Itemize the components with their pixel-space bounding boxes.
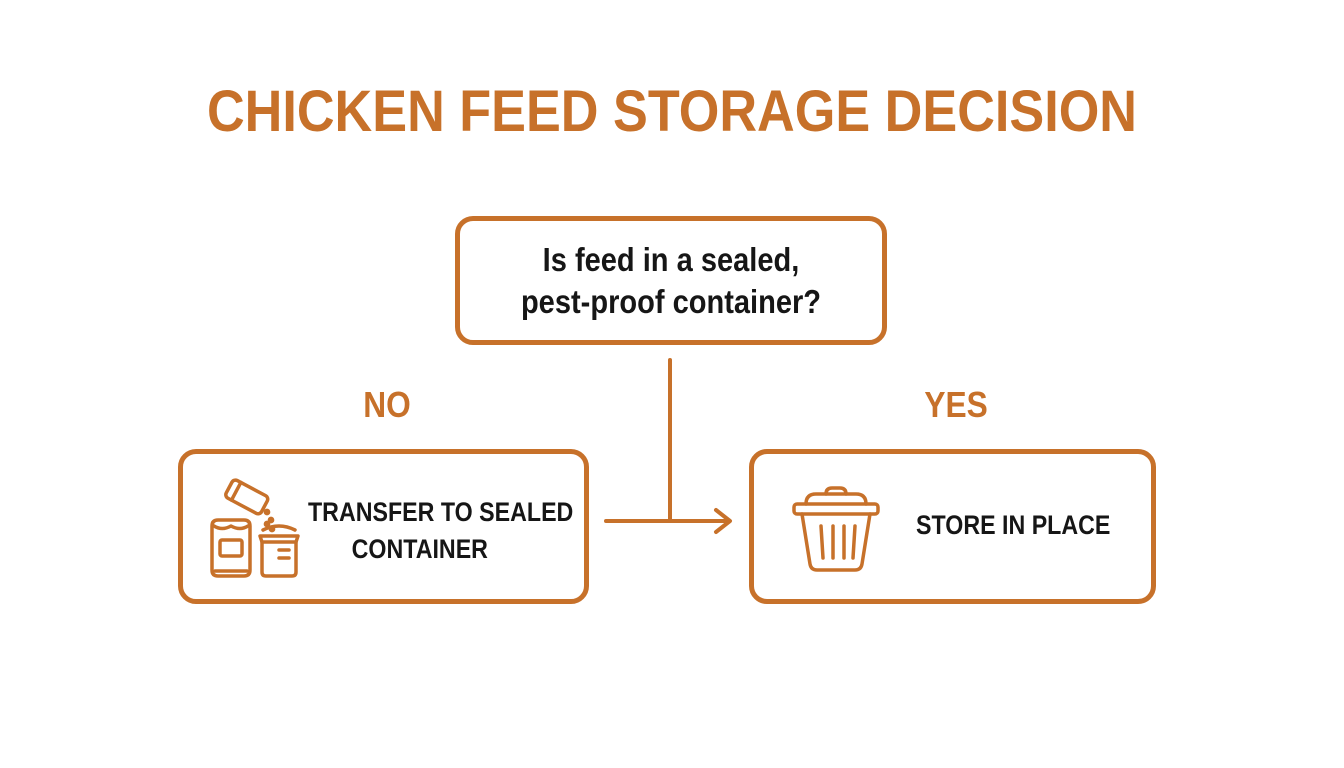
yes-branch-label: YES [924, 384, 988, 425]
no-action-box: TRANSFER TO SEALED CONTAINER [178, 449, 589, 604]
decision-question-text: Is feed in a sealed, pest-proof containe… [485, 239, 856, 323]
lidded-bin-icon [792, 486, 880, 572]
no-branch-label: NO [363, 384, 411, 425]
yes-action-box: STORE IN PLACE [749, 449, 1156, 604]
no-action-text: TRANSFER TO SEALED CONTAINER [308, 494, 574, 568]
yes-action-text: STORE IN PLACE [916, 510, 1111, 540]
diagram-title: CHICKEN FEED STORAGE DECISION [206, 79, 1138, 144]
decision-question-box: Is feed in a sealed, pest-proof containe… [455, 216, 887, 345]
no-action-line-2: CONTAINER [351, 534, 488, 564]
question-line-1: Is feed in a sealed, [542, 240, 800, 278]
arrow-head-icon [714, 508, 732, 534]
question-line-2: pest-proof container? [520, 282, 822, 320]
feed-bag-pour-into-container-icon [210, 478, 300, 578]
no-action-line-1: TRANSFER TO SEALED [308, 497, 574, 527]
